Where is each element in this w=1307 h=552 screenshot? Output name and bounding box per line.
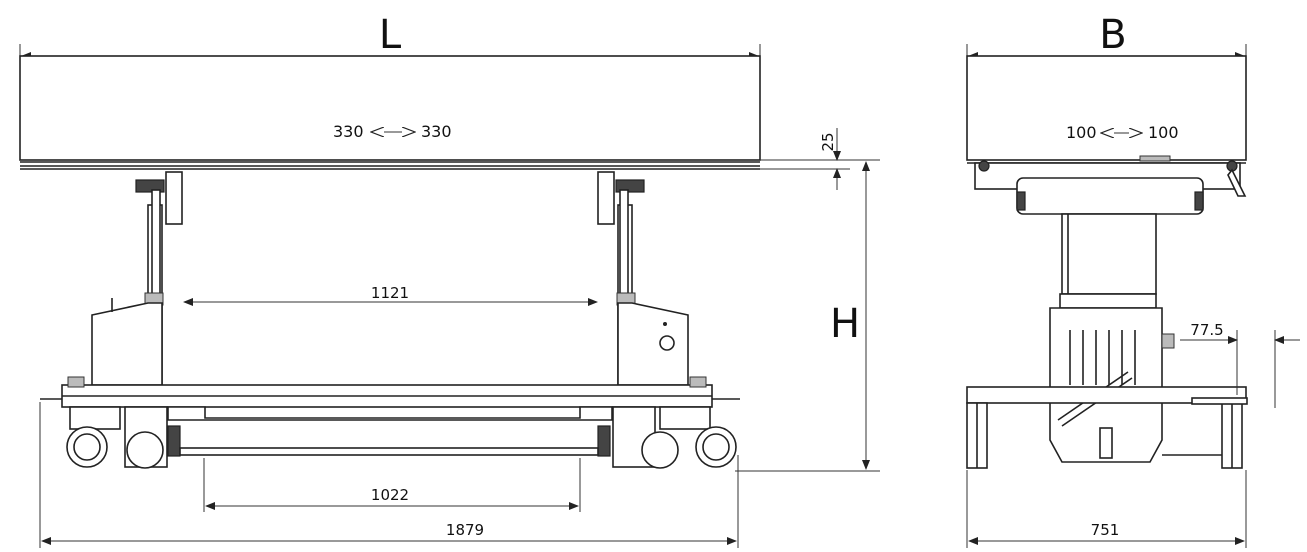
right-housing-knob	[659, 335, 675, 351]
tabletop	[19, 55, 761, 161]
base-width-value: 751	[1091, 521, 1120, 539]
end-pedal	[1191, 397, 1248, 405]
pedal-offset-value: 77.5	[1190, 321, 1223, 339]
side-view: L 330 330 25 H 1121	[19, 12, 880, 548]
end-base-frame	[966, 386, 1247, 404]
end-column-collar	[1059, 293, 1157, 309]
right-wheel-fork	[659, 406, 711, 430]
column-spacing-value: 1121	[371, 284, 409, 302]
height-symbol: H	[830, 301, 860, 347]
length-symbol: L	[379, 12, 402, 58]
top-thickness-value: 25	[819, 132, 837, 151]
end-mount-left-cap	[1016, 191, 1026, 211]
end-view: B 100 100	[966, 12, 1300, 548]
right-housing-screw	[663, 322, 667, 326]
base-length-value: 1879	[446, 521, 484, 539]
lower-frame	[167, 406, 613, 421]
end-mount-right-cap	[1194, 191, 1204, 211]
width-symbol: B	[1099, 12, 1126, 58]
end-mount-block	[1016, 177, 1204, 215]
end-column	[1061, 213, 1157, 295]
left-base-housing	[91, 302, 163, 386]
left-foot-mount	[67, 376, 85, 388]
end-tabletop	[966, 55, 1247, 161]
left-drive-unit	[167, 425, 181, 457]
drive-rod	[179, 447, 599, 456]
right-clamp	[615, 179, 645, 193]
slide-left-value: 330	[333, 122, 364, 141]
left-wheel-fork	[69, 406, 121, 430]
left-outer-wheel-hub	[73, 433, 101, 461]
housing-side-knob	[1161, 333, 1175, 349]
end-slide-left-value: 100	[1066, 123, 1097, 142]
end-side-lever	[1227, 168, 1247, 197]
right-base-housing	[617, 302, 689, 386]
right-column-head	[597, 171, 615, 225]
slide-right-value: 330	[421, 122, 452, 141]
right-inner-wheel	[641, 431, 679, 469]
left-inner-wheel	[126, 431, 164, 469]
wheel-spacing-value: 1022	[371, 486, 409, 504]
end-top-rail	[1139, 155, 1171, 162]
end-base-housing	[1049, 307, 1163, 463]
right-column-rod	[619, 189, 629, 311]
right-drive-unit	[597, 425, 611, 457]
end-slide-right-value: 100	[1148, 123, 1179, 142]
right-foot-mount	[689, 376, 707, 388]
right-outer-wheel-hub	[702, 433, 730, 461]
left-column-head	[165, 171, 183, 225]
end-left-clamp	[978, 160, 990, 172]
left-column-rod	[151, 189, 161, 311]
housing-latch	[1099, 427, 1113, 459]
left-clamp	[135, 179, 165, 193]
